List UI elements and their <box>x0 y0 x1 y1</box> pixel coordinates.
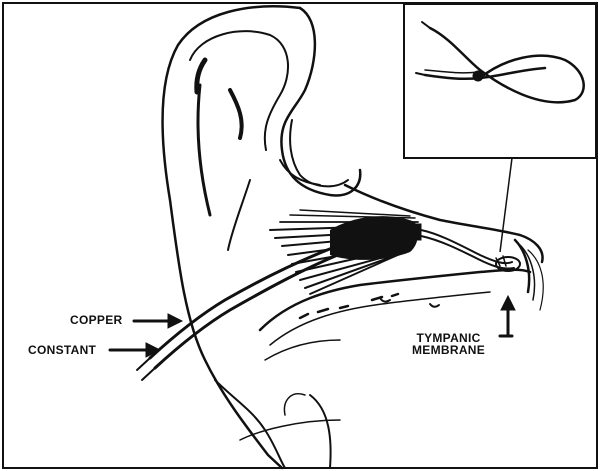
inset-panel <box>404 4 596 252</box>
copper-label: COPPER <box>70 314 122 326</box>
tympanic-membrane-label: TYMPANIC MEMBRANE <box>412 332 485 356</box>
thermocouple-wires <box>137 245 345 380</box>
constant-label: CONSTANT <box>28 344 96 356</box>
tympanic-membrane <box>515 240 543 310</box>
tympanic-label-line2: MEMBRANE <box>412 344 485 356</box>
